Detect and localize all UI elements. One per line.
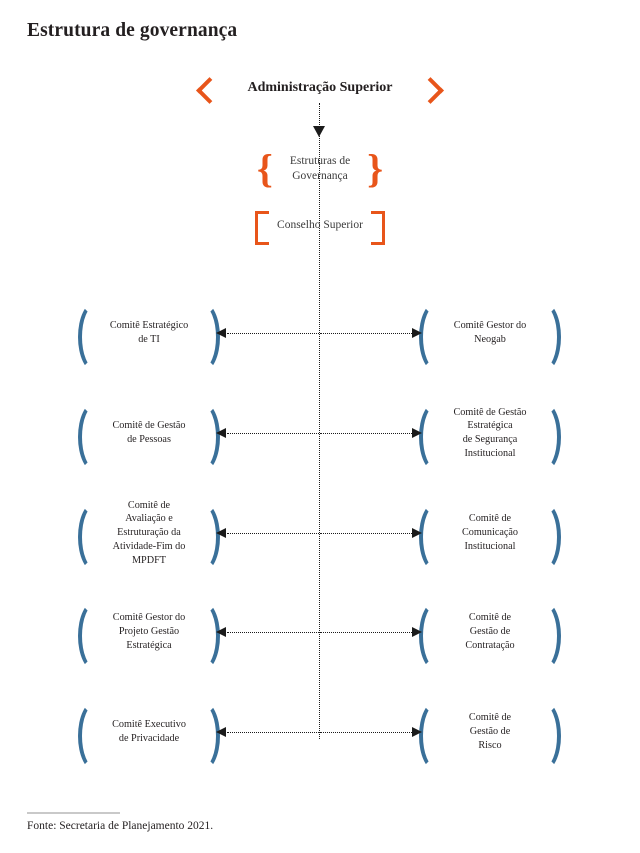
connector-line-left [227, 333, 319, 334]
paren-left-icon [78, 502, 112, 572]
arrow-right-icon [412, 528, 422, 538]
chevron-left-icon [196, 76, 223, 104]
paren-left-icon [419, 502, 453, 572]
bracket-left-icon [255, 211, 269, 245]
node-committee-right[interactable]: Comitê de Gestão de Risco [419, 686, 561, 778]
paren-left-icon [419, 402, 453, 472]
node-label: Conselho Superior [277, 219, 363, 231]
paren-left-icon [78, 701, 112, 771]
paren-right-icon [527, 601, 561, 671]
committee-row: Comitê Estratégico de TI Comitê Gestor do… [0, 287, 640, 379]
source-caption: Fonte: Secretaria de Planejamento 2021. [27, 820, 214, 832]
central-connector-line [319, 103, 320, 739]
paren-left-icon [78, 601, 112, 671]
paren-right-icon [186, 601, 220, 671]
arrow-right-icon [412, 428, 422, 438]
arrow-right-icon [412, 328, 422, 338]
node-label: Comitê Estratégico de TI [109, 320, 189, 345]
node-label: Comitê Executivo de Privacidade [112, 719, 186, 744]
brace-right-icon: } [367, 146, 383, 191]
paren-left-icon [78, 402, 112, 472]
paren-right-icon [186, 502, 220, 572]
downward-arrow-icon [313, 126, 325, 137]
paren-right-icon [186, 302, 220, 372]
connector-line-right [320, 632, 412, 633]
node-committee-left[interactable]: Comitê Executivo de Privacidade [78, 686, 220, 778]
paren-left-icon [419, 701, 453, 771]
node-committee-left[interactable]: Comitê Gestor do Projeto Gestão Estratég… [78, 586, 220, 678]
node-committee-left[interactable]: Comitê Estratégico de TI [78, 287, 220, 379]
node-label: Comitê de Avaliação e Estruturação da At… [112, 499, 186, 566]
connector-line-right [320, 433, 412, 434]
connector-line-right [320, 533, 412, 534]
paren-right-icon [186, 402, 220, 472]
paren-right-icon [527, 402, 561, 472]
connector-line-left [227, 533, 319, 534]
bracket-right-icon [371, 211, 385, 245]
node-administracao-superior[interactable]: Administração Superior [190, 68, 450, 108]
connector-line-left [227, 433, 319, 434]
committee-row: Comitê Executivo de Privacidade Comitê de… [0, 686, 640, 778]
node-committee-left[interactable]: Comitê de Gestão de Pessoas [78, 387, 220, 479]
connector-line-left [227, 632, 319, 633]
arrow-left-icon [216, 528, 226, 538]
committee-row: Comitê de Gestão de Pessoas Comitê de Ges… [0, 387, 640, 479]
node-label: Comitê Gestor do Neogab [453, 320, 527, 345]
node-committee-right[interactable]: Comitê de Gestão de Contratação [419, 586, 561, 678]
paren-left-icon [419, 302, 453, 372]
node-label: Comitê de Gestão de Pessoas [112, 420, 186, 445]
arrow-right-icon [412, 727, 422, 737]
committee-row: Comitê de Avaliação e Estruturação da At… [0, 487, 640, 579]
paren-left-icon [419, 601, 453, 671]
node-label: Administração Superior [247, 80, 393, 95]
arrow-right-icon [412, 627, 422, 637]
paren-right-icon [527, 701, 561, 771]
arrow-left-icon [216, 328, 226, 338]
node-committee-right[interactable]: Comitê de Gestão Estratégica de Seguranç… [419, 387, 561, 479]
node-label: Comitê de Comunicação Institucional [461, 513, 518, 552]
arrow-left-icon [216, 627, 226, 637]
node-label: Comitê Gestor do Projeto Gestão Estratég… [112, 612, 186, 651]
footer-divider [27, 812, 120, 814]
paren-right-icon [527, 302, 561, 372]
paren-left-icon [78, 302, 112, 372]
page-title: Estrutura de governança [27, 20, 238, 41]
brace-left-icon: { [257, 146, 273, 191]
node-estruturas-de-governanca[interactable]: { Estruturas de Governança } [249, 148, 391, 190]
chevron-right-icon [417, 76, 444, 104]
arrow-left-icon [216, 428, 226, 438]
connector-line-right [320, 732, 412, 733]
node-label: Comitê de Gestão Estratégica de Seguranç… [453, 406, 527, 459]
node-label: Comitê de Gestão de Risco [468, 712, 512, 751]
node-label: Comitê de Gestão de Contratação [465, 612, 515, 651]
node-conselho-superior[interactable]: Conselho Superior [255, 209, 385, 245]
paren-right-icon [186, 701, 220, 771]
arrow-left-icon [216, 727, 226, 737]
committee-row: Comitê Gestor do Projeto Gestão Estratég… [0, 586, 640, 678]
node-label: Estruturas de Governança [289, 155, 351, 182]
paren-right-icon [527, 502, 561, 572]
connector-line-left [227, 732, 319, 733]
node-committee-right[interactable]: Comitê Gestor do Neogab [419, 287, 561, 379]
node-committee-left[interactable]: Comitê de Avaliação e Estruturação da At… [78, 487, 220, 579]
node-committee-right[interactable]: Comitê de Comunicação Institucional [419, 487, 561, 579]
connector-line-right [320, 333, 412, 334]
